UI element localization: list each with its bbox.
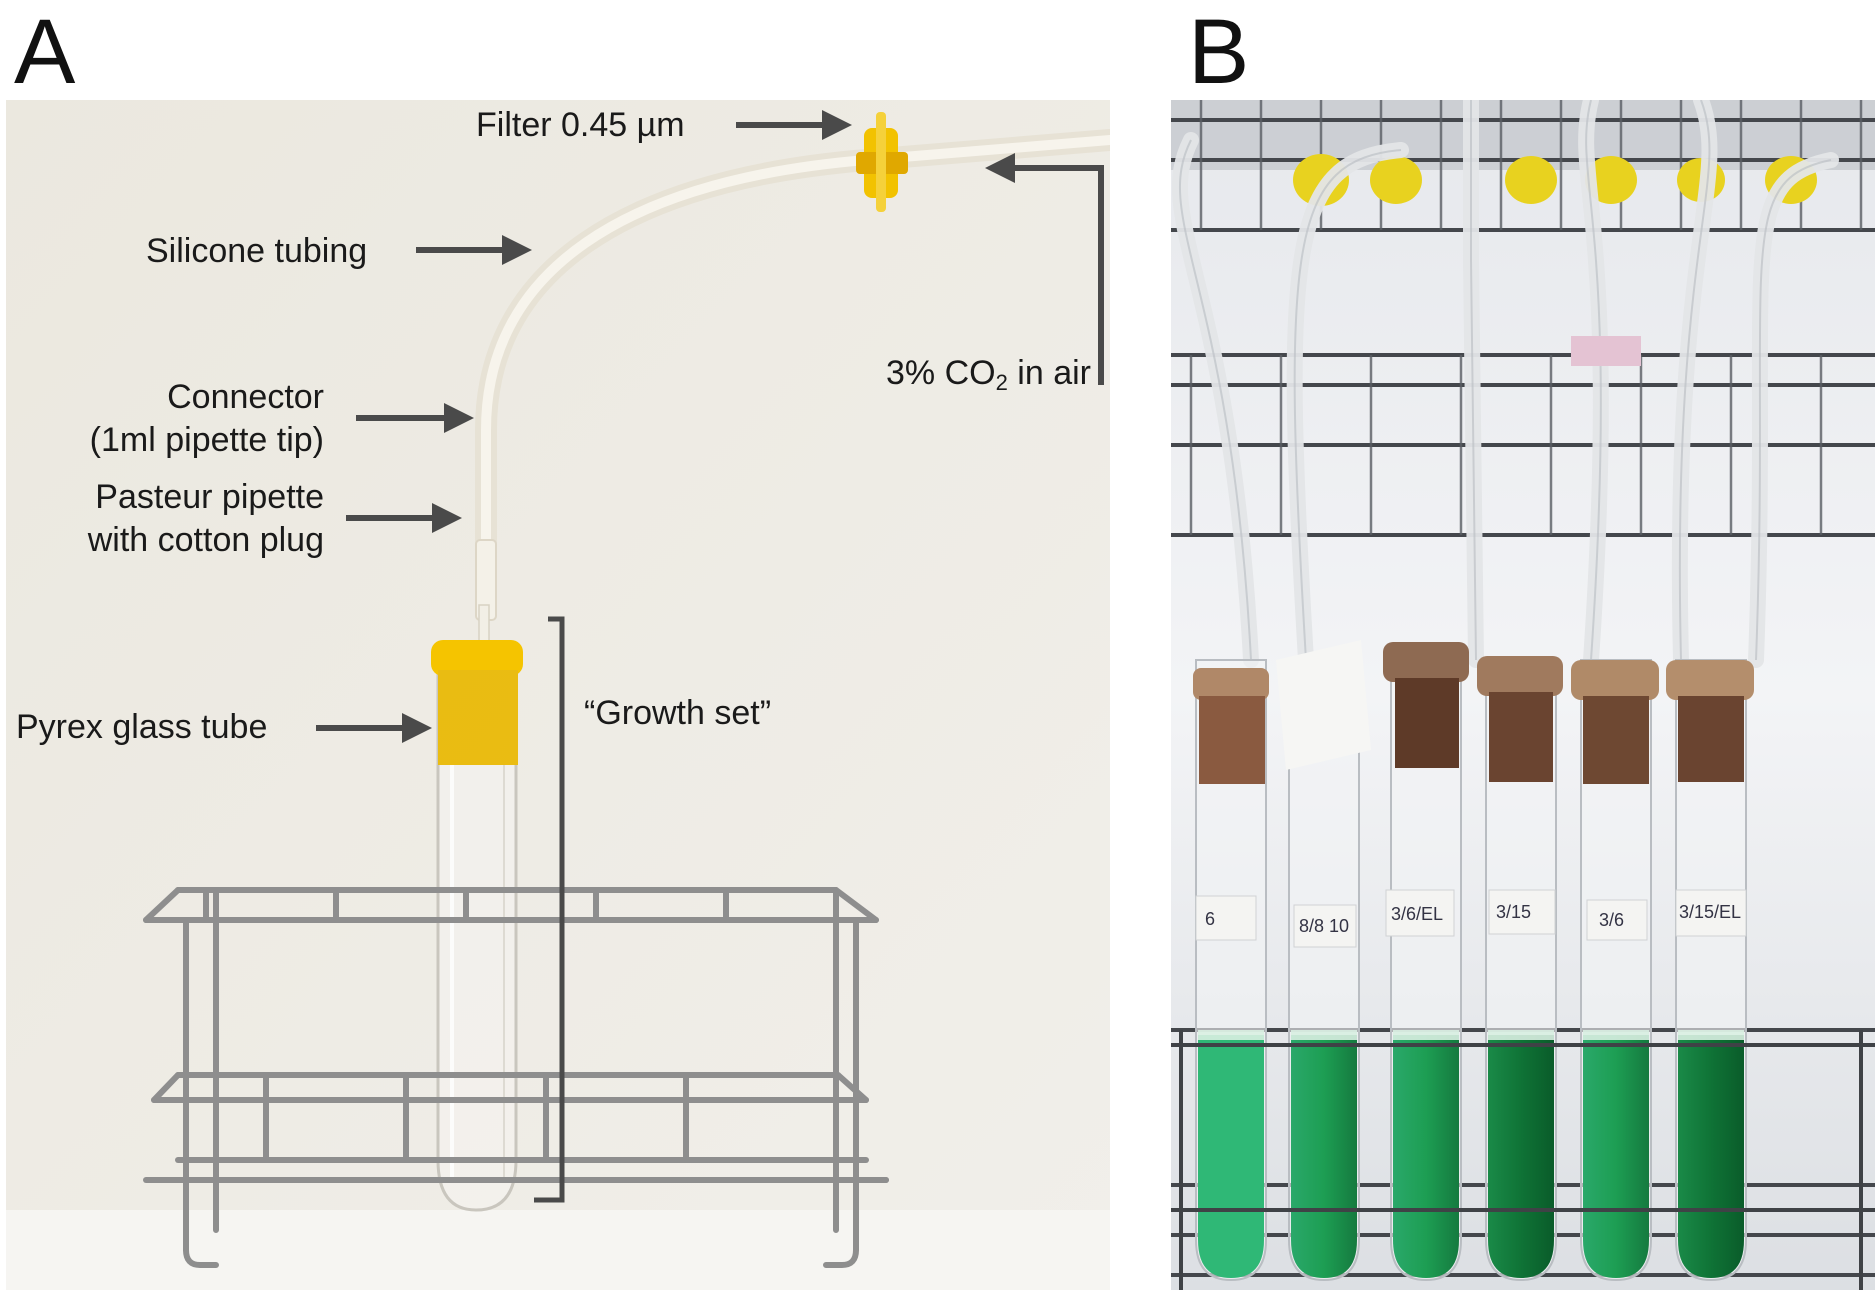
co2-subscript: 2: [995, 370, 1008, 395]
tube-label-4: 3/15: [1496, 902, 1531, 922]
culture-tube-3: [1383, 642, 1469, 1282]
growth-set-bracket: [534, 616, 565, 1203]
panel-b-letter: B: [1188, 1, 1250, 103]
filter-label: Filter 0.45 µm: [476, 106, 685, 144]
co2-arrow: [985, 153, 1104, 385]
tube-label-stickers: [1195, 889, 1747, 948]
co2-prefix: 3% CO: [886, 354, 996, 392]
pasteur-label-line1: Pasteur pipette: [95, 478, 324, 516]
front-rack: [1171, 1030, 1875, 1290]
silicone-label: Silicone tubing: [146, 232, 368, 270]
culture-foam: [1198, 1030, 1744, 1040]
culture-tube-4: [1477, 656, 1563, 1282]
pasteur-label: Pasteur pipette with cotton plug: [26, 476, 324, 561]
connector-label: Connector (1ml pipette tip): [46, 376, 324, 461]
backdrop: [6, 100, 1110, 1290]
culture-tube-1: [1193, 659, 1269, 1282]
culture-tubes: [1193, 640, 1754, 1282]
tubing-highlight: [481, 135, 1110, 575]
panel-a-photo: Filter 0.45 µm Silicone tubing 3% CO2 in…: [6, 100, 1110, 1290]
tube-label-1: 6: [1205, 909, 1215, 929]
co2-suffix: in air: [1007, 354, 1091, 392]
foam-cap: [431, 640, 523, 765]
syringe-filter: [856, 112, 908, 212]
culture-tube-2: [1276, 640, 1371, 1282]
panel-b-photo: 6 8/8 10 3/6/EL 3/15 3/6 3/15/EL: [1171, 100, 1875, 1290]
bench-surface: [6, 1210, 1110, 1290]
tube-label-6: 3/15/EL: [1679, 902, 1741, 922]
pyrex-label: Pyrex glass tube: [16, 708, 268, 746]
co2-label: 3% CO2 in air: [886, 352, 1091, 397]
tubing-outline: [1178, 100, 1832, 661]
wire-shelf-verticals: [1189, 100, 1863, 535]
pasteur-label-line2: with cotton plug: [87, 520, 324, 559]
annotation-arrows: [316, 110, 1104, 743]
connector-label-line1: Connector: [167, 378, 324, 416]
shelf-tag: [1571, 336, 1641, 366]
wire-rack: [143, 887, 889, 1268]
tube-label-3: 3/6/EL: [1391, 904, 1443, 924]
growth-set-photo: [6, 100, 1110, 1290]
connector-label-line2: (1ml pipette tip): [89, 420, 324, 459]
panel-a-letter: A: [14, 1, 76, 103]
tube-label-5: 3/6: [1599, 910, 1624, 930]
tube-label-2: 8/8 10: [1299, 916, 1349, 936]
culture-rack-photo: 6 8/8 10 3/6/EL 3/15 3/6 3/15/EL: [1171, 100, 1875, 1290]
culture-tube-6: [1666, 659, 1754, 1282]
growth-set-label: “Growth set”: [584, 694, 772, 732]
tube-label-texts: 6 8/8 10 3/6/EL 3/15 3/6 3/15/EL: [1205, 902, 1741, 936]
culture-tube-5: [1571, 659, 1659, 1282]
